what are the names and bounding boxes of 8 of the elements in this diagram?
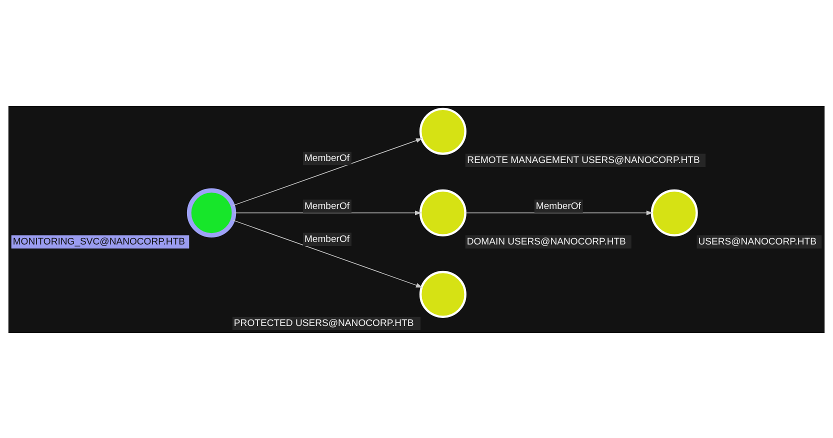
edge-label: MemberOf [304,233,350,244]
arrow [234,210,422,215]
edge-label: MemberOf [304,200,350,212]
edge-label: MemberOf [536,200,581,212]
arrow [232,219,423,287]
arrow [232,138,423,206]
arrow [465,210,654,215]
edge-label: MemberOf [304,152,350,164]
